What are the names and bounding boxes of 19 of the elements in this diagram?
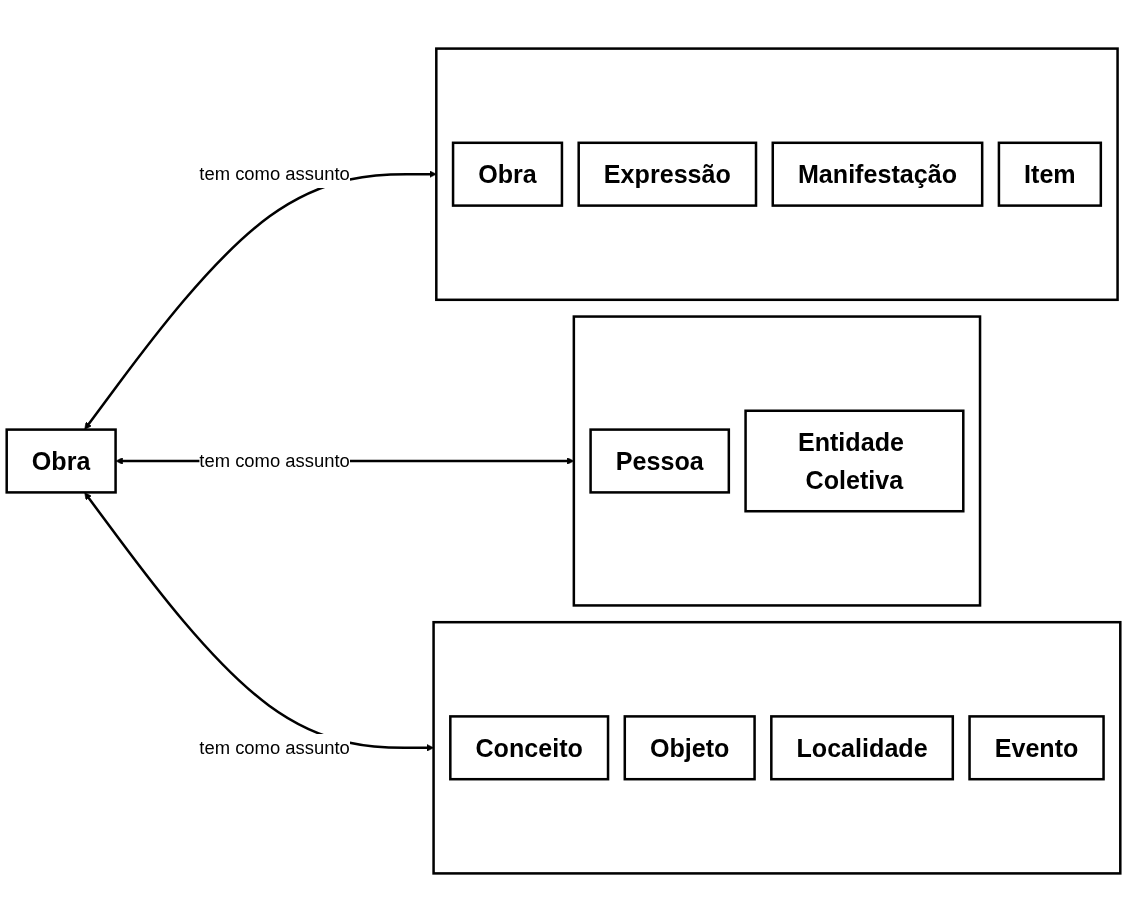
node-box: Evento xyxy=(968,715,1105,781)
edge-label: tem como assunto xyxy=(199,163,350,185)
node-box: Item xyxy=(997,141,1103,207)
arrow xyxy=(84,492,434,752)
cluster xyxy=(432,620,1122,875)
node-box: Obra xyxy=(5,428,117,494)
arrow xyxy=(84,170,437,430)
edge-label: tem como assunto xyxy=(199,737,350,759)
edge-label: tem como assunto xyxy=(199,450,350,472)
node-box: Conceito xyxy=(449,715,610,781)
node-box: Pessoa xyxy=(589,428,731,494)
node-box: Obra xyxy=(451,141,564,207)
node-box: Expressão xyxy=(577,141,758,207)
node-box: Localidade xyxy=(770,715,955,781)
node-box: Manifestação xyxy=(771,141,984,207)
node-box: Objeto xyxy=(623,715,756,781)
cluster xyxy=(435,47,1119,302)
node-box: Entidade Coletiva xyxy=(744,409,965,513)
cluster xyxy=(572,315,982,607)
